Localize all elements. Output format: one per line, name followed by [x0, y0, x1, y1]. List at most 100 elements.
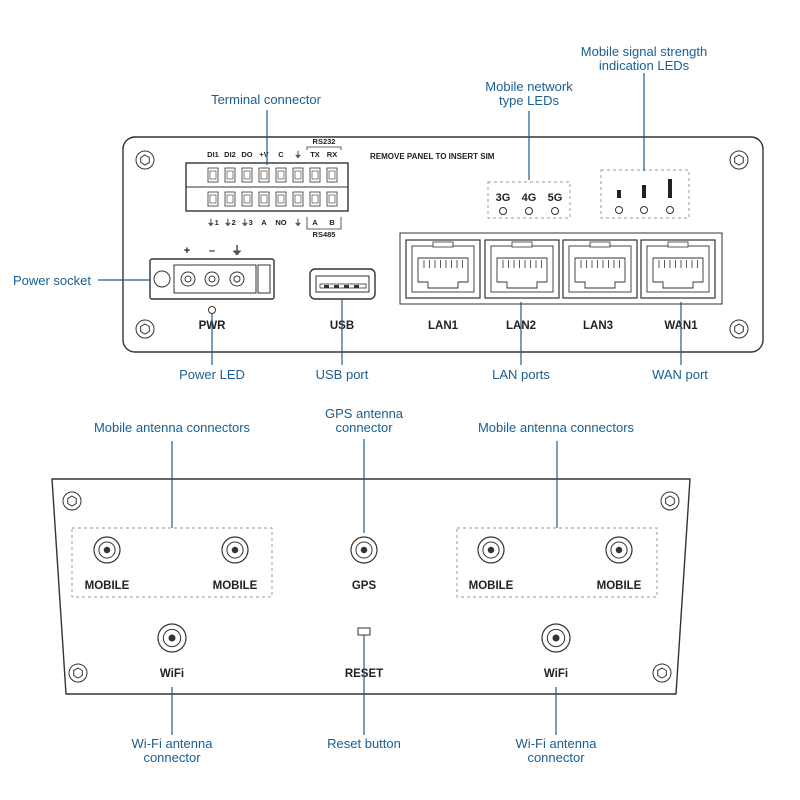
mobile-label-4: MOBILE — [597, 580, 642, 592]
callout-gps-antenna-line1: GPS antenna — [325, 406, 404, 421]
terminal-connector[interactable]: DI1 DI2 DO +V C ⏚ TX RX RS232 ⏚1 ⏚2 ⏚3 A… — [185, 137, 349, 239]
power-led — [208, 306, 216, 314]
callout-signal-leds-line2: indication LEDs — [599, 58, 690, 73]
gps-label: GPS — [352, 580, 377, 592]
front-screw-bottom-right — [729, 319, 749, 339]
lan3-port[interactable] — [562, 239, 638, 299]
callout-mobile-network-leds-line2: type LEDs — [499, 93, 559, 108]
terminal-pin — [258, 167, 270, 207]
rs485-label: RS485 — [313, 230, 336, 239]
signal-led-1 — [615, 206, 623, 214]
wifi-label-1: WiFi — [160, 668, 184, 680]
led-label-4g: 4G — [522, 192, 537, 204]
terminal-label-ground3: ⏚3 — [241, 218, 253, 227]
callout-wan-port: WAN port — [652, 367, 708, 382]
usb-port[interactable] — [309, 268, 376, 300]
back-panel-body — [51, 478, 691, 695]
callout-signal-leds-line1: Mobile signal strength — [581, 44, 707, 59]
back-screw-top-right — [660, 491, 680, 511]
terminal-label-a: A — [261, 218, 267, 227]
led-4g — [525, 207, 533, 215]
lan2-port[interactable] — [484, 239, 560, 299]
terminal-label-di2: DI2 — [224, 150, 236, 159]
lan3-label: LAN3 — [583, 320, 613, 332]
mobile-connector-2[interactable] — [221, 536, 249, 564]
led-5g — [551, 207, 559, 215]
back-screw-top-left — [62, 491, 82, 511]
terminal-pin — [309, 167, 321, 207]
power-sign-minus: – — [209, 245, 215, 257]
rs232-bracket — [306, 146, 342, 150]
terminal-label-rs485-a: A — [312, 218, 318, 227]
front-screw-bottom-left — [135, 319, 155, 339]
signal-strength-leds — [600, 169, 690, 219]
led-label-3g: 3G — [496, 192, 511, 204]
terminal-label-tx: TX — [310, 150, 320, 159]
mobile-connector-4[interactable] — [605, 536, 633, 564]
wifi-connector-1[interactable] — [157, 623, 187, 653]
terminal-label-ground1: ⏚1 — [207, 218, 219, 227]
signal-bar-3 — [668, 179, 672, 198]
back-screw-bottom-left — [68, 663, 88, 683]
mobile-antennas-left-box — [71, 527, 273, 598]
terminal-pin — [241, 167, 253, 207]
gps-connector[interactable] — [350, 536, 378, 564]
mobile-label-2: MOBILE — [213, 580, 258, 592]
callout-wifi-antenna-right-line2: connector — [527, 750, 585, 765]
callout-reset-button: Reset button — [327, 736, 401, 751]
signal-bar-1 — [617, 190, 621, 198]
terminal-pin — [275, 167, 287, 207]
terminal-label-di1: DI1 — [207, 150, 219, 159]
terminal-label-do: DO — [241, 150, 252, 159]
terminal-label-rs485-b: B — [329, 218, 335, 227]
callout-mobile-antennas-left: Mobile antenna connectors — [94, 420, 251, 435]
back-screw-bottom-right — [652, 663, 672, 683]
terminal-label-ground4: ⏚ — [294, 218, 302, 227]
mobile-connector-3[interactable] — [477, 536, 505, 564]
terminal-label-ground2: ⏚2 — [224, 218, 236, 227]
signal-led-2 — [640, 206, 648, 214]
mobile-antennas-right-box — [456, 527, 658, 598]
wan1-port[interactable] — [640, 239, 716, 299]
sim-panel-text: REMOVE PANEL TO INSERT SIM — [370, 152, 495, 161]
terminal-pin — [224, 167, 236, 207]
callout-mobile-antennas-right: Mobile antenna connectors — [478, 420, 635, 435]
back-panel: MOBILE MOBILE GPS MOBILE MOBILE WiFi RES… — [51, 478, 691, 695]
signal-led-3 — [666, 206, 674, 214]
rs485-bracket — [306, 217, 342, 230]
network-type-leds: 3G 4G 5G — [487, 181, 571, 219]
front-callout-lines — [98, 73, 682, 365]
callout-lan-ports: LAN ports — [492, 367, 550, 382]
wifi-label-2: WiFi — [544, 668, 568, 680]
callout-terminal-connector: Terminal connector — [211, 92, 321, 107]
callout-wifi-antenna-right-line1: Wi-Fi antenna — [516, 736, 598, 751]
callout-mobile-network-leds-line1: Mobile network — [485, 79, 573, 94]
terminal-label-ground: ⏚ — [294, 150, 302, 159]
mobile-label-3: MOBILE — [469, 580, 514, 592]
callout-power-socket: Power socket — [13, 273, 91, 288]
terminal-pin — [292, 167, 304, 207]
terminal-label-no: NO — [275, 218, 286, 227]
led-3g — [499, 207, 507, 215]
lan1-label: LAN1 — [428, 320, 459, 332]
terminal-label-rx: RX — [327, 150, 337, 159]
front-panel: DI1 DI2 DO +V C ⏚ TX RX RS232 ⏚1 ⏚2 ⏚3 A… — [122, 136, 764, 353]
mobile-label-1: MOBILE — [85, 580, 130, 592]
front-screw-top-left — [135, 150, 155, 170]
power-socket[interactable]: + – ⏚ — [149, 244, 275, 300]
reset-button[interactable] — [357, 627, 371, 636]
mobile-connector-1[interactable] — [93, 536, 121, 564]
rs232-label: RS232 — [313, 137, 336, 146]
terminal-label-c: C — [278, 150, 284, 159]
power-sign-plus: + — [184, 245, 190, 257]
terminal-pin — [326, 167, 338, 207]
callout-wifi-antenna-left-line1: Wi-Fi antenna — [132, 736, 214, 751]
terminal-label-v: +V — [259, 150, 268, 159]
callout-power-led: Power LED — [179, 367, 245, 382]
callout-usb-port: USB port — [316, 367, 369, 382]
lan1-port[interactable] — [405, 239, 481, 299]
led-label-5g: 5G — [548, 192, 563, 204]
wifi-connector-2[interactable] — [541, 623, 571, 653]
front-screw-top-right — [729, 150, 749, 170]
